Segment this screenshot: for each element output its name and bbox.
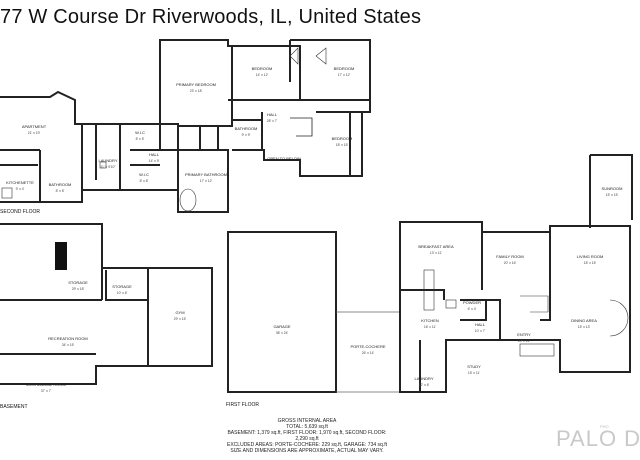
area-total: TOTAL: 5,639 sq.ft bbox=[286, 424, 328, 430]
room-dim: 15' x 13' bbox=[578, 325, 591, 329]
room-label: HALL bbox=[149, 152, 160, 157]
gross-area-summary: GROSS INTERNAL AREA TOTAL: 5,639 sq.ft B… bbox=[222, 418, 392, 454]
room-dim: 8' x 8' bbox=[56, 189, 65, 193]
room-dim: 23' x 18' bbox=[190, 89, 203, 93]
room-dim: 28' x 7' bbox=[267, 119, 278, 123]
room-label: OPEN TO BELOW bbox=[267, 156, 301, 161]
room-label: KITCHENETTE bbox=[6, 180, 34, 185]
room-label: GARAGE bbox=[273, 324, 290, 329]
room-dim: 9' x 4' bbox=[16, 187, 25, 191]
room-label: BEDROOM bbox=[332, 136, 353, 141]
floor-label-basement: BASEMENT bbox=[0, 404, 28, 410]
basement-labels: STORAGE 29' x 18' STORAGE 10' x 6' GYM 2… bbox=[0, 280, 187, 410]
room-label: W.I.C bbox=[139, 172, 149, 177]
room-label: HALL bbox=[267, 112, 278, 117]
room-label: LIVING ROOM bbox=[577, 254, 604, 259]
room-label: BATHROOM bbox=[235, 126, 258, 131]
floor-label-second: SECOND FLOOR bbox=[0, 209, 40, 215]
room-label: FAMILY ROOM bbox=[496, 254, 523, 259]
room-label: HALL bbox=[475, 322, 486, 327]
room-dim: 15' x 11' bbox=[468, 371, 481, 375]
room-label: APARTMENT bbox=[22, 124, 47, 129]
first-floor-west-walls bbox=[227, 231, 337, 393]
room-label: STORAGE bbox=[68, 280, 88, 285]
basement-dark-block bbox=[55, 242, 67, 270]
room-dim: 9' x 9' bbox=[242, 133, 251, 137]
room-dim: 18' x 15' bbox=[336, 143, 349, 147]
room-dim: 29' x 18' bbox=[72, 287, 85, 291]
room-dim: 6' x 4' bbox=[468, 307, 477, 311]
room-dim: 37' x 7' bbox=[41, 389, 52, 393]
room-dim: 10' x 6' bbox=[117, 291, 128, 295]
room-dim: 38' x 24' bbox=[276, 331, 289, 335]
room-label: MECHANICAL ROOM bbox=[26, 382, 66, 387]
area-breakdown: BASEMENT: 1,379 sq.ft, FIRST FLOOR: 1,97… bbox=[227, 430, 387, 442]
room-label: PRIMARY BEDROOM bbox=[176, 82, 216, 87]
room-dim: 14' x 9' bbox=[149, 159, 160, 163]
room-label: POWDER bbox=[463, 300, 481, 305]
room-label: STORAGE bbox=[112, 284, 132, 289]
room-dim: 29' x 15' bbox=[174, 317, 187, 321]
first-floor-labels: GARAGE 38' x 24' PORTE-COCHERE 26' x 14'… bbox=[226, 186, 622, 408]
room-dim: 10' x 12' bbox=[518, 339, 531, 343]
room-label: GYM bbox=[175, 310, 184, 315]
room-dim: 10' x 7' bbox=[475, 329, 486, 333]
room-label: STUDY bbox=[467, 364, 481, 369]
room-dim: 34' x 15' bbox=[62, 343, 75, 347]
room-label: RECREATION ROOM bbox=[48, 336, 87, 341]
room-dim: 14' x 12' bbox=[256, 73, 269, 77]
first-floor-fixtures bbox=[423, 269, 629, 357]
room-dim: 12' x 6' bbox=[419, 383, 430, 387]
brand-logo-sub: PHO bbox=[600, 424, 609, 429]
room-dim: 16' x 11' bbox=[424, 325, 437, 329]
second-floor-walls bbox=[0, 39, 371, 213]
room-dim: 21' x 19' bbox=[28, 131, 41, 135]
room-label: SUNROOM bbox=[602, 186, 623, 191]
room-label: ENTRY bbox=[517, 332, 531, 337]
second-floor-fixtures bbox=[1, 47, 327, 212]
room-dim: 11' x 9'10" bbox=[100, 165, 116, 169]
basement-walls bbox=[0, 223, 213, 385]
room-label: DINING AREA bbox=[571, 318, 597, 323]
room-label: LAUNDRY bbox=[414, 376, 433, 381]
area-excluded: EXCLUDED AREAS: PORTE-COCHERE: 229 sq.ft… bbox=[227, 442, 387, 448]
room-label: PORTE-COCHERE bbox=[350, 344, 385, 349]
room-dim: 8' x 5' bbox=[136, 137, 145, 141]
room-label: BEDROOM bbox=[334, 66, 355, 71]
listing-address: 77 W Course Dr Riverwoods, IL, United St… bbox=[0, 6, 422, 28]
room-dim: 8' x 8' bbox=[140, 179, 149, 183]
room-dim: 18' x 15' bbox=[584, 261, 597, 265]
room-label: KITCHEN bbox=[421, 318, 439, 323]
room-label: BEDROOM bbox=[252, 66, 273, 71]
floor-label-first: FIRST FLOOR bbox=[226, 402, 259, 408]
room-label: PRIMARY BATHROOM bbox=[185, 172, 227, 177]
room-dim: 13' x 11' bbox=[430, 251, 443, 255]
room-label: LAUNDRY bbox=[98, 158, 117, 163]
room-label: BREAKFAST AREA bbox=[418, 244, 454, 249]
room-dim: 20' x 16' bbox=[504, 261, 517, 265]
area-disclaimer: SIZE AND DIMENSIONS ARE APPROXIMATE, ACT… bbox=[230, 448, 384, 454]
room-dim: 26' x 14' bbox=[362, 351, 375, 355]
room-dim: 17' x 12' bbox=[200, 179, 213, 183]
room-dim: 17' x 12' bbox=[338, 73, 351, 77]
room-label: W.I.C bbox=[135, 130, 145, 135]
second-floor-labels: APARTMENT 21' x 19' KITCHENETTE 9' x 4' … bbox=[0, 66, 354, 215]
first-floor-main-walls bbox=[399, 154, 633, 393]
area-heading: GROSS INTERNAL AREA bbox=[277, 418, 337, 424]
room-dim: 15' x 15' bbox=[606, 193, 619, 197]
room-label: BATHROOM bbox=[49, 182, 72, 187]
brand-logo: PALO DO bbox=[556, 426, 640, 451]
